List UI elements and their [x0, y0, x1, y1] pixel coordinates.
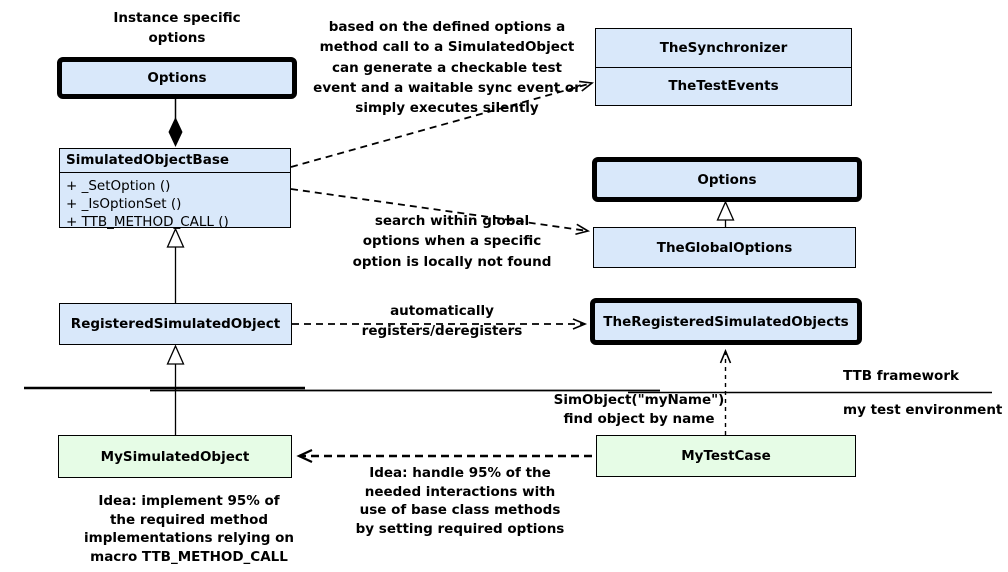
class-box-theregisteredsimulatedobjects: TheRegisteredSimulatedObjects	[590, 298, 862, 345]
dependency-arrow-base-to-testevents	[290, 80, 595, 168]
class-label: MySimulatedObject	[100, 448, 250, 465]
composition-arrow-options	[168, 99, 183, 147]
class-label: MyTestCase	[681, 448, 771, 464]
note-idea-handle: Idea: handle 95% of the needed interacti…	[355, 465, 565, 537]
class-box-options-instance: Options	[57, 57, 297, 99]
label-my-test-environment: my test environment	[843, 402, 1003, 418]
class-box-options-global: Options	[592, 157, 862, 202]
class-title: SimulatedObjectBase	[60, 149, 290, 173]
method-setoption: + _SetOption ()	[66, 178, 171, 194]
class-label: TheGlobalOptions	[656, 239, 793, 256]
class-box-thesynchronizer: TheSynchronizer TheTestEvents	[595, 28, 852, 106]
class-label: Options	[697, 171, 757, 188]
note-instance-specific-options: Instance specific options	[113, 10, 241, 47]
inheritance-arrow-mysim-to-registered	[166, 344, 185, 435]
method-ttb-method-call: + TTB_METHOD_CALL ()	[66, 214, 229, 230]
note-method-call-behavior: based on the defined options a method ca…	[313, 19, 581, 116]
class-label-thetestevents: TheTestEvents	[668, 78, 779, 95]
framework-divider-line	[24, 386, 992, 394]
class-box-mysimulatedobject: MySimulatedObject	[58, 435, 292, 478]
method-isoptionset: + _IsOptionSet ()	[66, 196, 182, 212]
note-idea-implement: Idea: implement 95% of the required meth…	[84, 493, 294, 565]
class-box-theglobaloptions: TheGlobalOptions	[593, 227, 856, 268]
label-ttb-framework: TTB framework	[843, 368, 959, 384]
class-label-thesynchronizer: TheSynchronizer	[596, 29, 851, 68]
note-auto-registers: automatically registers/deregisters	[361, 303, 523, 340]
class-label: RegisteredSimulatedObject	[70, 316, 281, 332]
dependency-arrow-base-to-globaloptions	[290, 188, 591, 236]
class-label: Options	[147, 70, 207, 86]
inheritance-arrow-global-to-options	[716, 200, 735, 228]
class-methods-list: + _SetOption () + _IsOptionSet () + TTB_…	[60, 173, 290, 235]
class-box-registeredsimulatedobject: RegisteredSimulatedObject	[59, 303, 292, 345]
class-box-simulatedobjectbase: SimulatedObjectBase + _SetOption () + _I…	[59, 148, 291, 230]
class-label: TheRegisteredSimulatedObjects	[603, 313, 849, 330]
note-search-global-options: search within global options when a spec…	[352, 213, 552, 270]
inheritance-arrow-registered-to-base	[166, 227, 185, 303]
class-box-mytestcase: MyTestCase	[596, 435, 856, 477]
note-simobject-by-name: SimObject("myName") find object by name	[553, 392, 725, 427]
